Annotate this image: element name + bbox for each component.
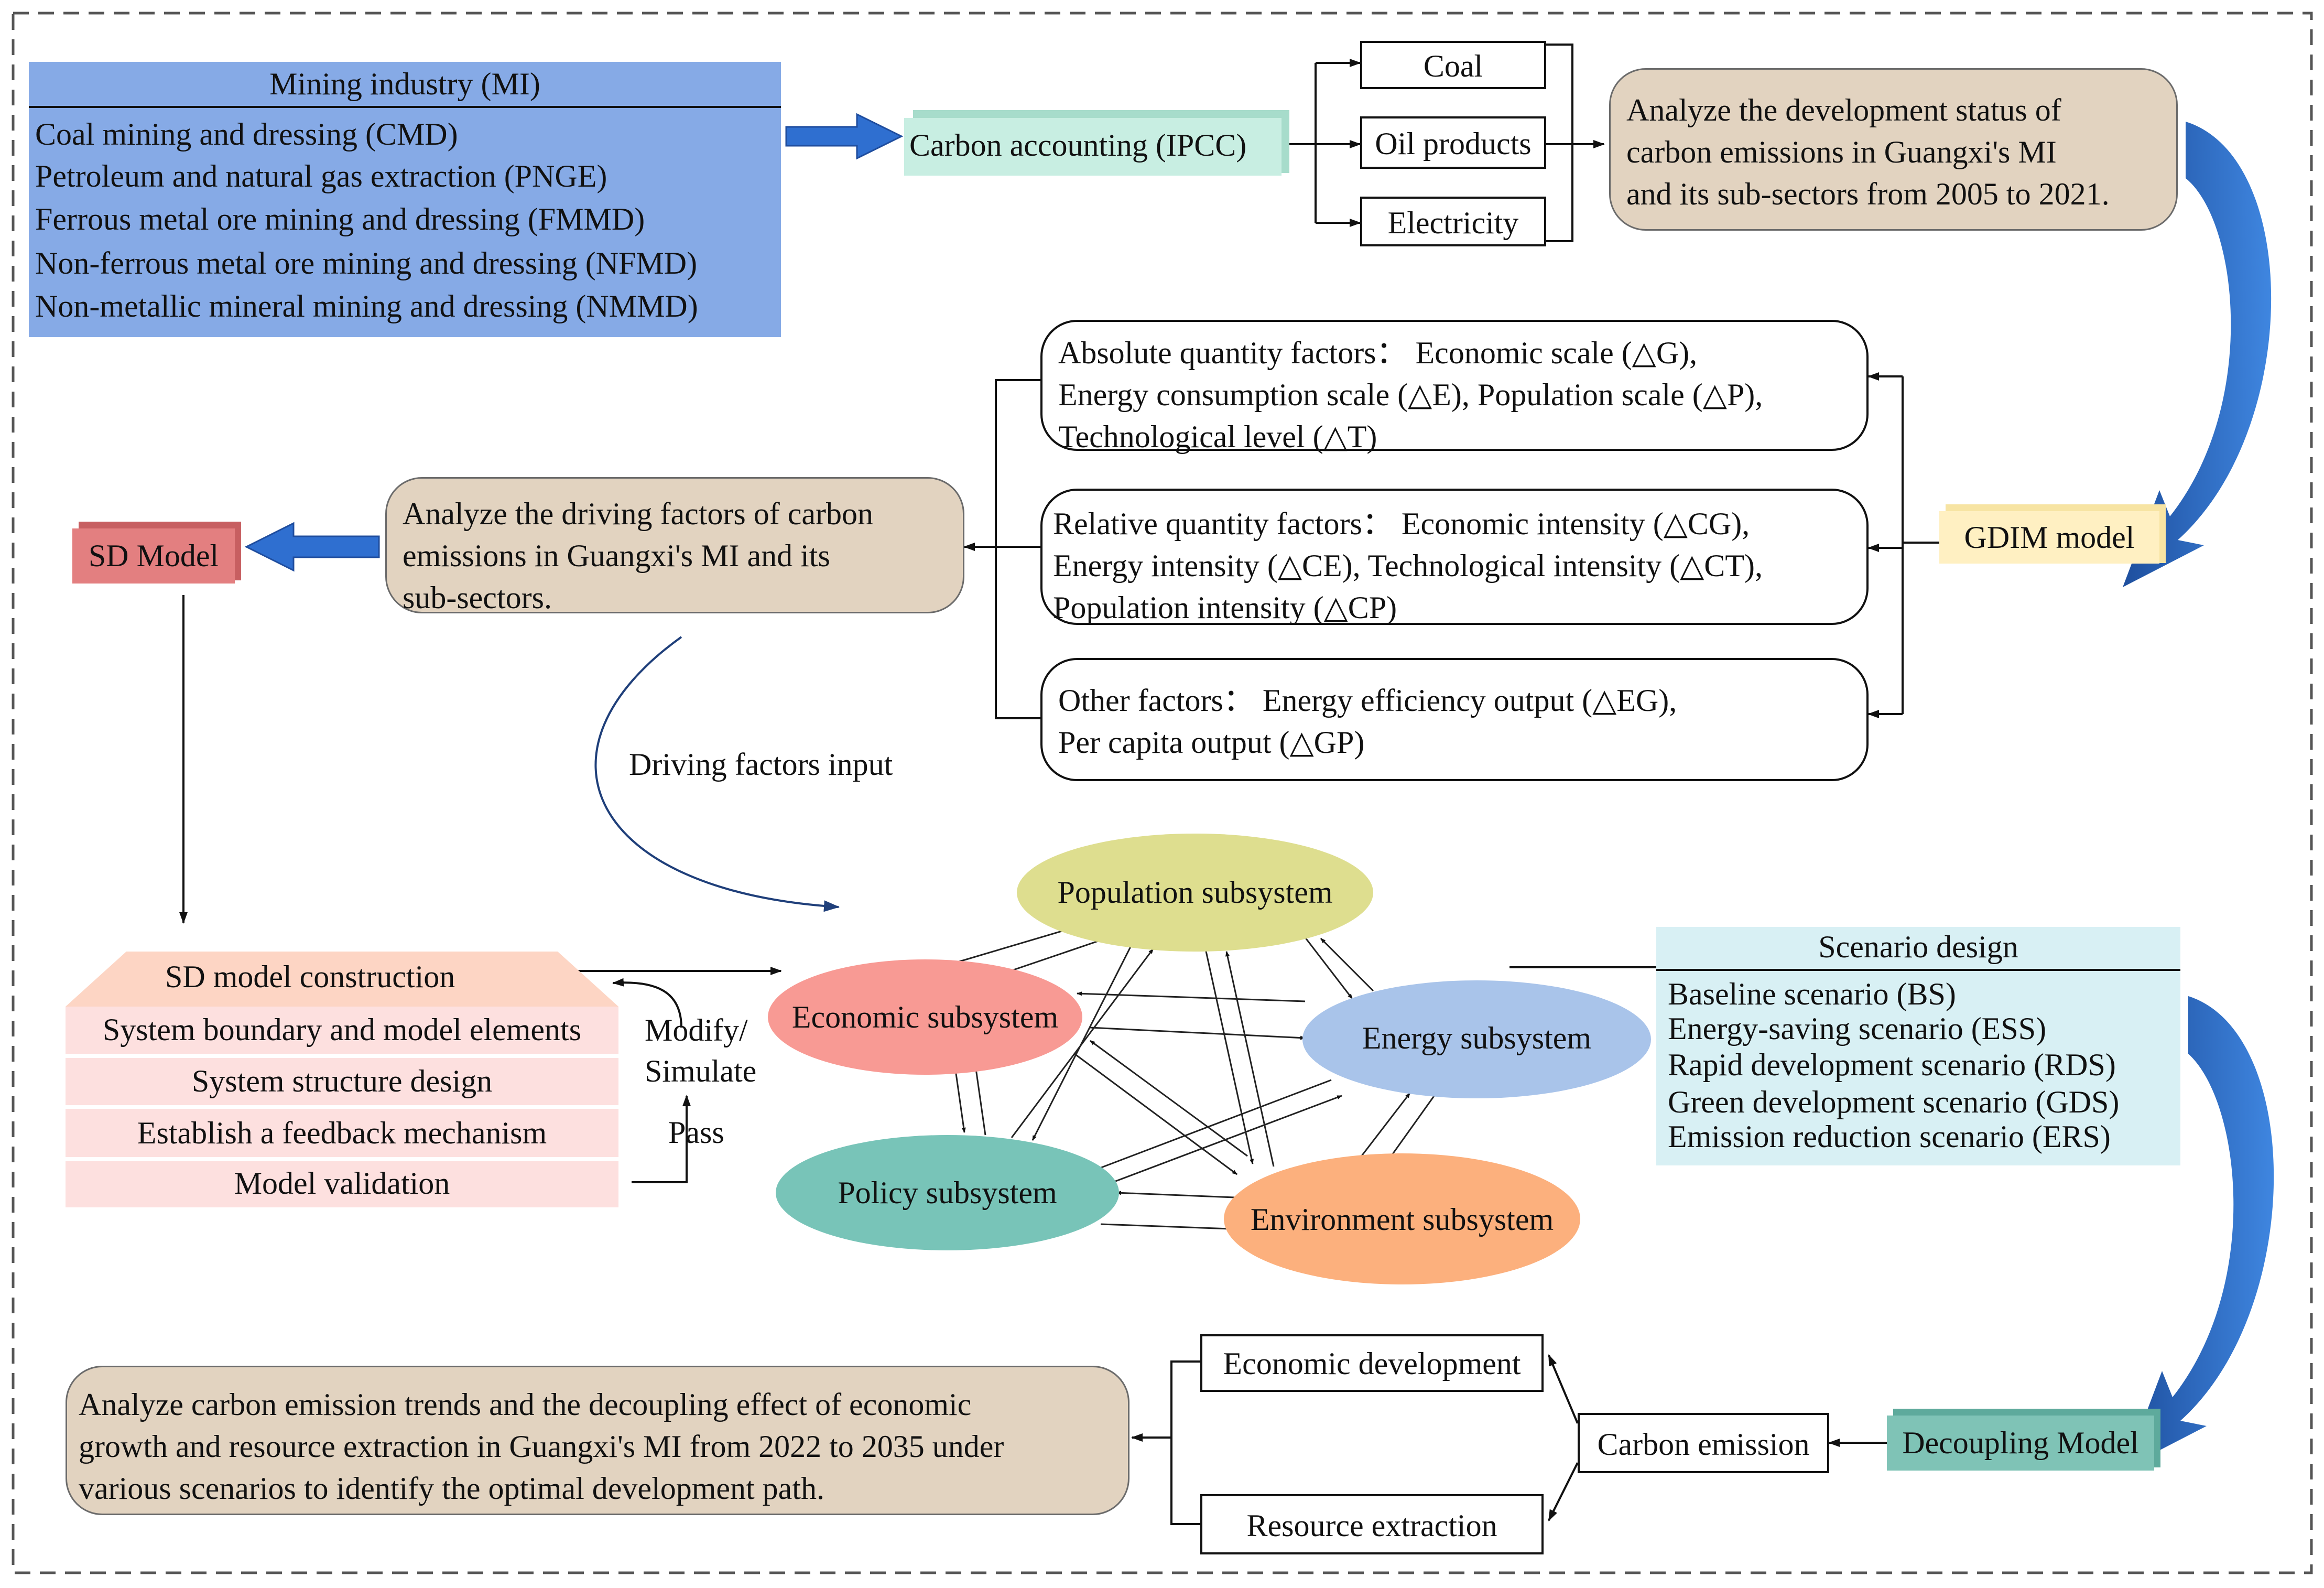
energy-subsystem: Energy subsystem — [1302, 980, 1651, 1098]
step-3-box: Establish a feedback mechanism — [66, 1109, 618, 1157]
scenario-divider — [1656, 969, 2180, 971]
other-factors-box: Other factors： Energy efficiency output … — [1040, 658, 1869, 781]
absolute-line-3: Technological level (△T) — [1058, 419, 1377, 454]
scenario-panel: Scenario design Baseline scenario (BS) E… — [1656, 927, 2180, 1165]
sd-construction-header: SD model construction — [66, 952, 618, 1007]
final-analysis-box: Analyze carbon emission trends and the d… — [66, 1366, 1130, 1515]
pass-label: Pass — [668, 1115, 724, 1150]
mining-industry-panel: Mining industry (MI) Coal mining and dre… — [29, 62, 781, 337]
electricity-box: Electricity — [1360, 197, 1546, 246]
relative-line-1: Relative quantity factors： Economic inte… — [1053, 506, 1750, 541]
relative-line-3: Population intensity (△CP) — [1053, 590, 1397, 625]
driving-line-3: sub-sectors. — [403, 580, 552, 615]
oil-products-box: Oil products — [1360, 116, 1546, 169]
curved-arrow-status-to-gdim — [2123, 122, 2272, 587]
arrow-to-sd-model — [244, 522, 380, 572]
relative-factors-box: Relative quantity factors： Economic inte… — [1040, 489, 1869, 625]
mining-title: Mining industry (MI) — [269, 67, 540, 101]
mining-divider — [29, 106, 781, 108]
resource-extraction-label: Resource extraction — [1246, 1508, 1497, 1543]
driving-factors-curve — [594, 636, 840, 912]
status-line-2: carbon emissions in Guangxi's MI — [1626, 134, 2057, 169]
carbon-emission-label: Carbon emission — [1597, 1427, 1810, 1462]
driving-line-1: Analyze the driving factors of carbon — [403, 496, 873, 531]
scenario-ers: Emission reduction scenario (ERS) — [1668, 1119, 2111, 1154]
driving-line-2: emissions in Guangxi's MI and its — [403, 538, 830, 573]
economic-label: Economic subsystem — [791, 1000, 1059, 1034]
environment-label: Environment subsystem — [1250, 1202, 1554, 1237]
carbon-emission-box: Carbon emission — [1578, 1413, 1829, 1473]
other-line-2: Per capita output (△GP) — [1058, 725, 1365, 760]
decoupling-box: Decoupling Model — [1887, 1416, 2154, 1471]
sector-nmmd: Non-metallic mineral mining and dressing… — [35, 289, 698, 323]
sector-nfmd: Non-ferrous metal ore mining and dressin… — [35, 246, 698, 280]
sd-model-label: SD Model — [88, 538, 219, 573]
final-line-3: various scenarios to identify the optima… — [79, 1471, 824, 1506]
economic-development-box: Economic development — [1200, 1334, 1544, 1392]
step-2-box: System structure design — [66, 1058, 618, 1105]
environment-subsystem: Environment subsystem — [1224, 1153, 1580, 1284]
policy-subsystem: Policy subsystem — [776, 1135, 1119, 1250]
curved-arrow-scenario-to-decoupling — [2125, 996, 2274, 1468]
final-line-1: Analyze carbon emission trends and the d… — [79, 1387, 972, 1422]
carbon-accounting-box: Carbon accounting (IPCC) — [904, 118, 1282, 176]
decoupling-label: Decoupling Model — [1902, 1425, 2139, 1460]
coal-label: Coal — [1423, 49, 1483, 83]
resource-extraction-box: Resource extraction — [1200, 1494, 1544, 1554]
scenario-rds: Rapid development scenario (RDS) — [1668, 1047, 2116, 1082]
scenario-title: Scenario design — [1818, 930, 2018, 964]
simulate-label: Simulate — [645, 1054, 757, 1088]
scenario-bs: Baseline scenario (BS) — [1668, 977, 1956, 1011]
sd-model-box: SD Model — [72, 528, 235, 584]
step-1-label: System boundary and model elements — [102, 1012, 582, 1047]
oil-products-label: Oil products — [1375, 126, 1532, 161]
population-label: Population subsystem — [1057, 875, 1333, 910]
step-4-box: Model validation — [66, 1161, 618, 1207]
electricity-label: Electricity — [1387, 206, 1519, 240]
scenario-gds: Green development scenario (GDS) — [1668, 1085, 2120, 1119]
gdim-box: GDIM model — [1939, 511, 2159, 564]
step-3-label: Establish a feedback mechanism — [137, 1116, 547, 1150]
energy-label: Energy subsystem — [1362, 1021, 1592, 1055]
modify-label: Modify/ — [645, 1013, 748, 1047]
sector-fmmd: Ferrous metal ore mining and dressing (F… — [35, 202, 645, 236]
sector-cmd: Coal mining and dressing (CMD) — [35, 117, 458, 152]
other-line-1: Other factors： Energy efficiency output … — [1058, 683, 1677, 718]
gdim-label: GDIM model — [1964, 520, 2135, 555]
final-line-2: growth and resource extraction in Guangx… — [79, 1429, 1004, 1464]
outer-frame — [12, 12, 2313, 1574]
driving-factors-input-label: Driving factors input — [629, 747, 893, 782]
absolute-line-2: Energy consumption scale (△E), Populatio… — [1058, 377, 1763, 412]
population-subsystem: Population subsystem — [1017, 834, 1373, 952]
status-line-3: and its sub-sectors from 2005 to 2021. — [1626, 176, 2110, 211]
status-analysis-box: Analyze the development status of carbon… — [1609, 68, 2178, 231]
scenario-ess: Energy-saving scenario (ESS) — [1668, 1011, 2047, 1046]
arrow-mining-to-accounting — [785, 113, 904, 160]
step-4-label: Model validation — [234, 1166, 450, 1201]
carbon-accounting-label: Carbon accounting (IPCC) — [909, 128, 1247, 163]
sector-pnge: Petroleum and natural gas extraction (PN… — [35, 159, 607, 193]
status-line-1: Analyze the development status of — [1626, 93, 2061, 127]
driving-analysis-box: Analyze the driving factors of carbon em… — [385, 477, 964, 615]
absolute-factors-box: Absolute quantity factors： Economic scal… — [1040, 320, 1869, 454]
economic-development-label: Economic development — [1223, 1346, 1521, 1381]
policy-label: Policy subsystem — [838, 1175, 1057, 1210]
economic-subsystem: Economic subsystem — [768, 959, 1082, 1075]
coal-box: Coal — [1360, 41, 1546, 89]
step-2-label: System structure design — [191, 1064, 493, 1098]
relative-line-2: Energy intensity (△CE), Technological in… — [1053, 548, 1763, 583]
sd-construction-title: SD model construction — [165, 959, 455, 994]
absolute-line-1: Absolute quantity factors： Economic scal… — [1058, 336, 1698, 370]
step-1-box: System boundary and model elements — [66, 1007, 618, 1054]
